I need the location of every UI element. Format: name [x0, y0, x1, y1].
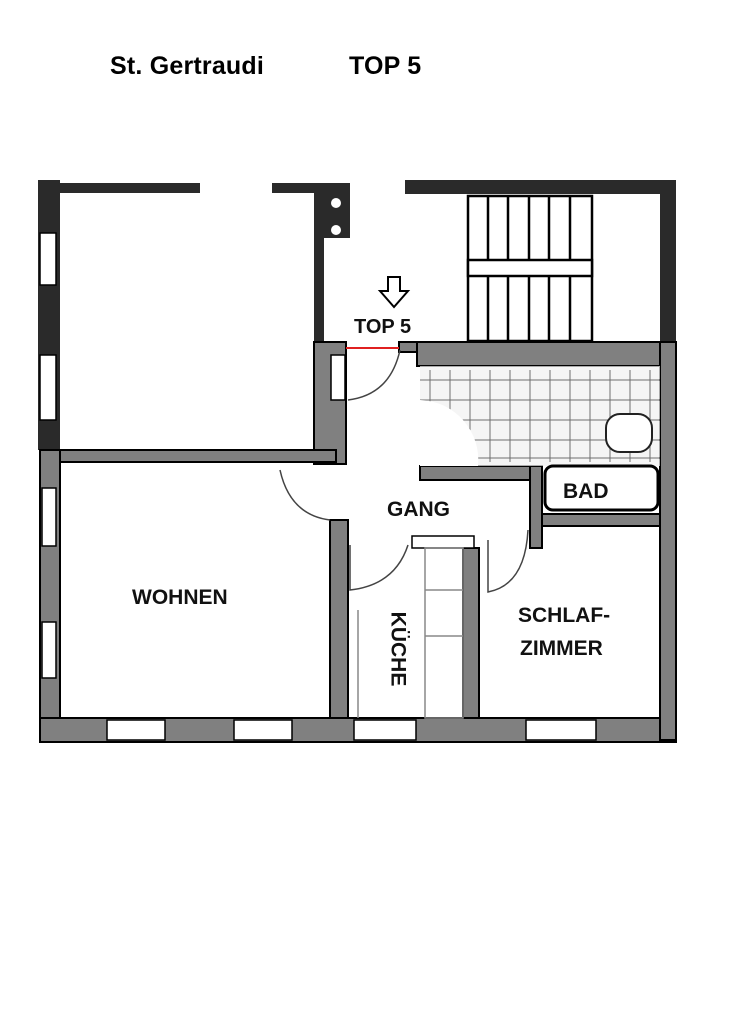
entrance-arrow-icon: [377, 276, 411, 309]
unit-title: TOP 5: [349, 52, 422, 80]
bath-door-swing-icon: [420, 400, 479, 466]
room-label-bad: BAD: [563, 480, 609, 503]
room-label-gang: GANG: [387, 498, 450, 521]
room-label-kueche: KÜCHE: [386, 611, 410, 687]
door-swing-icon: [279, 349, 529, 593]
bathtub-icon: [605, 413, 653, 453]
shaft-dot-icon: [331, 198, 341, 208]
staircase-icon: [466, 194, 594, 343]
room-label-schlafzimmer-2: ZIMMER: [520, 637, 603, 660]
bad-label-box: [543, 464, 660, 512]
entrance-label: TOP 5: [354, 316, 412, 338]
shaft-dot-icon: [331, 225, 341, 235]
room-label-schlafzimmer-1: SCHLAF-: [518, 604, 611, 627]
kitchen-counter: [357, 547, 464, 719]
room-label-wohnen: WOHNEN: [132, 586, 228, 609]
window-icon: [41, 354, 597, 741]
building-title: St. Gertraudi: [110, 52, 265, 80]
window-icon: [39, 232, 57, 421]
